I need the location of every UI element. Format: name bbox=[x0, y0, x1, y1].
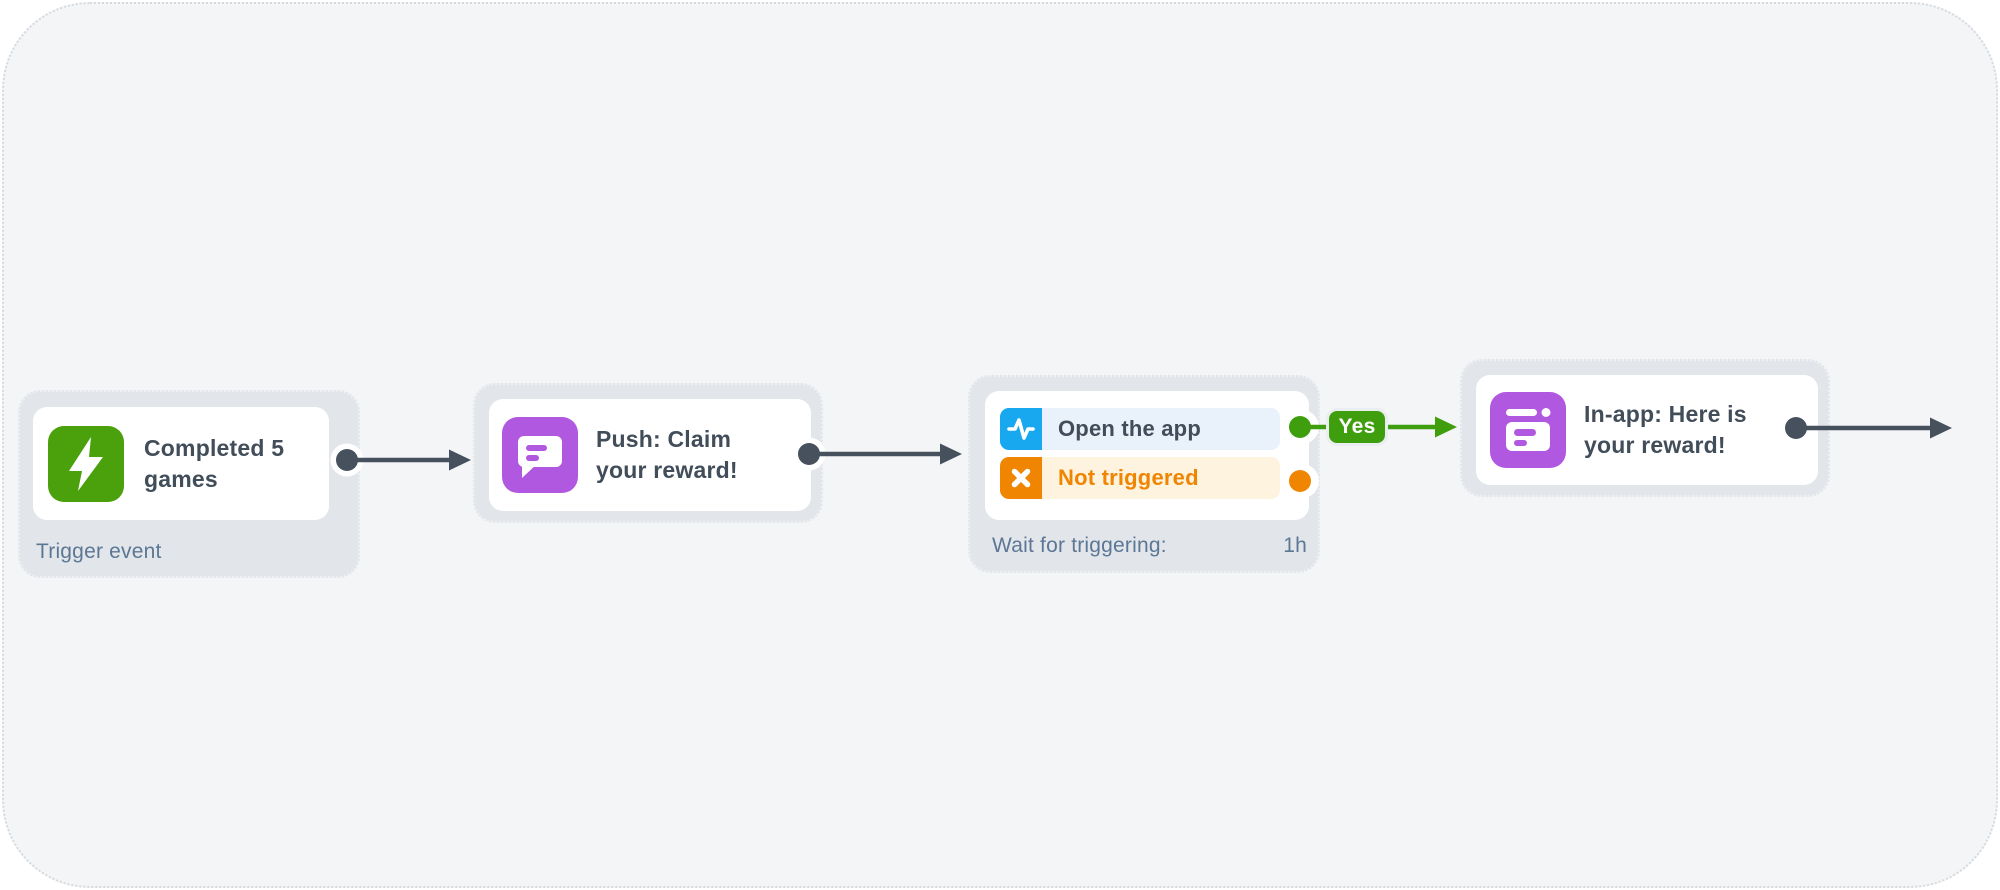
inapp-message-icon bbox=[1490, 392, 1566, 468]
node-caption: Wait for triggering: 1h bbox=[992, 534, 1307, 558]
wait-caption-label: Wait for triggering: bbox=[992, 534, 1167, 557]
not-triggered-output-port[interactable] bbox=[1289, 470, 1311, 492]
node-wait-for-trigger-card[interactable]: Open the app Not triggered bbox=[985, 391, 1309, 520]
node-title: In-app: Here is your reward! bbox=[1584, 401, 1747, 458]
lightning-icon bbox=[48, 425, 124, 502]
branch-label: Not triggered bbox=[1058, 465, 1199, 490]
edge-yes-to-inapp bbox=[1285, 410, 1457, 444]
node-inapp-message-card[interactable]: In-app: Here is your reward! bbox=[1476, 375, 1818, 485]
output-port[interactable] bbox=[336, 449, 358, 471]
node-wait-for-trigger[interactable]: Open the app Not triggered Wait for trig… bbox=[968, 375, 1320, 573]
edge-trigger-to-push bbox=[330, 443, 471, 477]
push-message-icon bbox=[502, 417, 578, 493]
wait-duration-value[interactable]: 1h bbox=[1283, 534, 1307, 557]
app-activity-icon bbox=[1000, 408, 1042, 450]
node-push-message-card[interactable]: Push: Claim your reward! bbox=[489, 399, 811, 511]
edge-push-to-wait bbox=[792, 437, 962, 471]
branch-not-triggered[interactable]: Not triggered bbox=[1000, 457, 1280, 499]
output-port[interactable] bbox=[798, 443, 820, 465]
not-triggered-port-group bbox=[1285, 464, 1319, 498]
branch-open-the-app[interactable]: Open the app bbox=[1000, 408, 1280, 450]
edge-inapp-out bbox=[1779, 411, 1952, 445]
yes-output-port[interactable] bbox=[1289, 416, 1311, 438]
node-trigger-event[interactable]: Completed 5 games Trigger event bbox=[18, 390, 360, 578]
branch-label: Open the app bbox=[1058, 416, 1201, 441]
node-trigger-event-card[interactable]: Completed 5 games bbox=[33, 407, 329, 520]
node-push-message[interactable]: Push: Claim your reward! bbox=[473, 383, 823, 523]
node-title: Push: Claim your reward! bbox=[596, 426, 738, 483]
output-port[interactable] bbox=[1785, 417, 1807, 439]
node-inapp-message[interactable]: In-app: Here is your reward! bbox=[1460, 359, 1830, 497]
node-caption: Trigger event bbox=[36, 540, 162, 563]
cross-icon bbox=[1000, 457, 1042, 499]
node-title: Completed 5 games bbox=[144, 434, 285, 492]
yes-edge-label: Yes bbox=[1326, 408, 1388, 446]
